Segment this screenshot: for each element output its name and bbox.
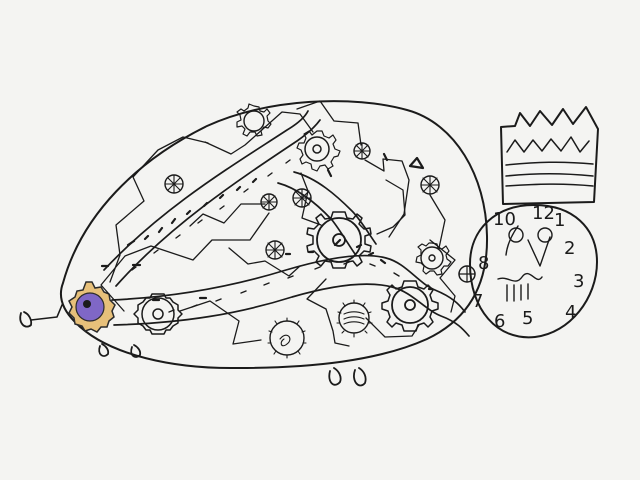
clock-num-10: 10 xyxy=(493,209,516,230)
clock-num-8: 8 xyxy=(478,253,489,274)
clock-num-4: 4 xyxy=(565,302,576,323)
eye-pupil xyxy=(83,300,91,308)
fish-body-outline xyxy=(59,100,489,370)
fish-eye xyxy=(68,281,116,333)
clock-num-5: 5 xyxy=(522,308,533,329)
clock-tail: 12 1 2 3 4 5 6 7 8 10 xyxy=(458,203,598,339)
clock-num-7: 7 xyxy=(472,291,483,312)
clock-num-2: 2 xyxy=(564,238,575,259)
crown-top xyxy=(500,106,599,205)
gear-small-right xyxy=(415,242,452,276)
clock-num-12: 12 xyxy=(532,203,555,224)
clock-num-3: 3 xyxy=(573,271,584,292)
clock-num-1: 1 xyxy=(554,210,565,231)
clock-num-6: 6 xyxy=(494,311,505,332)
spoked-wheels xyxy=(164,142,440,260)
gear-center xyxy=(306,211,372,269)
round-sun-shapes xyxy=(267,299,373,359)
gear-lower-right xyxy=(381,280,439,332)
gear-upper xyxy=(296,130,341,172)
legs xyxy=(19,304,367,387)
gear-front-left xyxy=(133,293,183,335)
wiring-lines xyxy=(100,100,456,347)
tiny-dashes-bolts xyxy=(100,152,434,302)
eye-iris xyxy=(75,292,105,322)
gear-top xyxy=(236,103,272,137)
